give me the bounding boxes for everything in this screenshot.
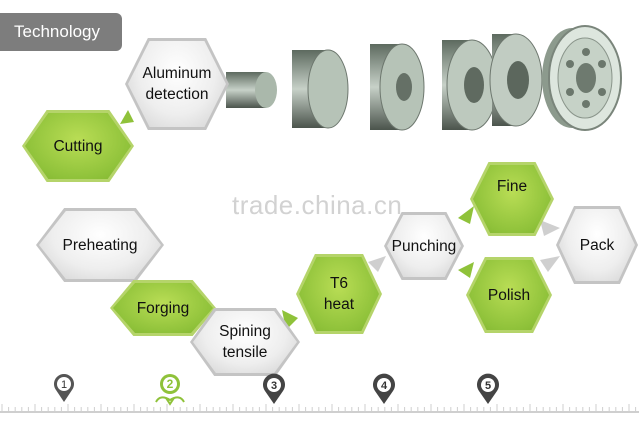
timeline-marker-5-label: 5 xyxy=(485,380,491,392)
step-punching: Punching xyxy=(384,212,464,280)
billet-to-wheel-illustration xyxy=(226,25,622,131)
timeline-marker-1-label: 1 xyxy=(61,379,67,391)
step-t6-heat-label: T6 heat xyxy=(323,275,355,313)
step-aluminum-detection-label: Aluminum detection xyxy=(142,65,212,103)
step-pack-label: Pack xyxy=(579,236,615,254)
timeline-marker-5: 5 xyxy=(477,373,500,404)
disc-shape-4 xyxy=(489,33,543,127)
finished-wheel-shape xyxy=(542,25,622,131)
disc-shape-1 xyxy=(292,49,349,129)
arrow-t6-to-punching xyxy=(368,256,386,272)
arrow-polish-to-pack xyxy=(540,256,560,272)
step-t6-heat: T6 heat xyxy=(296,254,382,334)
step-preheating-label: Preheating xyxy=(62,236,138,254)
step-punching-label: Punching xyxy=(391,237,457,255)
timeline-marker-4-label: 4 xyxy=(381,380,388,392)
arrow-fine-to-pack xyxy=(540,220,560,236)
step-cutting: Cutting xyxy=(22,110,134,182)
arrow-detection-to-cutting xyxy=(120,110,134,124)
technology-label: Technology xyxy=(14,22,101,41)
step-fine-label: Fine xyxy=(496,178,528,195)
step-pack: Pack xyxy=(556,206,638,284)
billet-shape xyxy=(226,72,277,108)
step-polish: Polish xyxy=(466,257,552,333)
timeline-markers: 1 2 3 4 5 xyxy=(54,373,500,406)
timeline-marker-2-label: 2 xyxy=(167,377,174,391)
step-aluminum-detection: Aluminum detection xyxy=(125,38,229,130)
step-spining-tensile-label: Spining tensile xyxy=(219,323,271,361)
disc-shape-3 xyxy=(442,39,498,131)
step-cutting-label: Cutting xyxy=(53,137,103,155)
step-fine: Fine xyxy=(470,162,554,236)
watermark-text: trade.china.cn xyxy=(232,190,403,220)
timeline-marker-3: 3 xyxy=(263,373,285,404)
step-preheating: Preheating xyxy=(36,208,164,282)
disc-shape-2 xyxy=(370,43,425,131)
arrow-punching-to-polish xyxy=(458,262,474,278)
timeline-marker-1: 1 xyxy=(54,374,74,402)
timeline-marker-3-label: 3 xyxy=(271,380,277,392)
step-forging-label: Forging xyxy=(136,299,190,317)
timeline-marker-2-active: 2 xyxy=(155,374,185,406)
step-forging: Forging xyxy=(110,280,216,336)
timeline-ruler xyxy=(0,404,639,413)
step-spining-tensile: Spining tensile xyxy=(190,308,300,376)
technology-tag: Technology xyxy=(0,13,122,51)
step-polish-label: Polish xyxy=(487,286,531,304)
timeline-marker-4: 4 xyxy=(372,373,396,404)
arrow-punching-to-fine xyxy=(458,206,474,224)
